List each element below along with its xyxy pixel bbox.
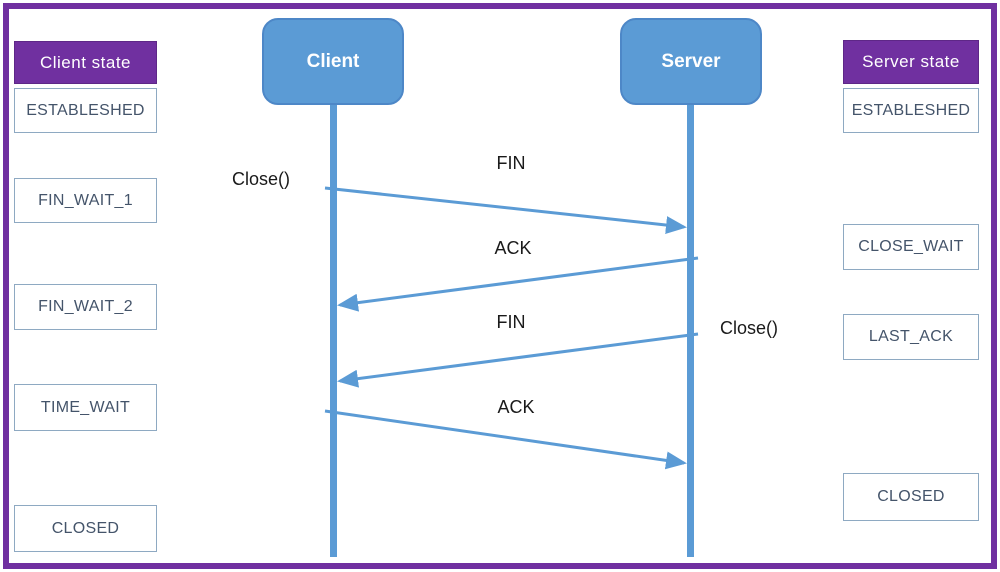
arrow-fin-server-to-client — [337, 332, 699, 388]
diagram-frame-border — [3, 3, 997, 569]
annotation-client-close: Close() — [231, 169, 290, 189]
message-label-fin-1: FIN — [496, 153, 526, 173]
annotation-server-close: Close() — [719, 318, 778, 338]
state-box-fin-wait-2: FIN_WAIT_2 — [14, 284, 157, 330]
state-box-time-wait: TIME_WAIT — [14, 384, 157, 431]
state-box-client-closed: CLOSED — [14, 505, 157, 552]
arrow-ack-client-to-server — [324, 409, 687, 470]
server-state-header: Server state — [843, 40, 979, 84]
message-label-fin-2: FIN — [496, 312, 526, 332]
actor-server: Server — [620, 18, 762, 105]
arrow-fin-client-to-server — [324, 186, 687, 235]
state-box-fin-wait-1: FIN_WAIT_1 — [14, 178, 157, 223]
state-box-last-ack: LAST_ACK — [843, 314, 979, 360]
client-state-header: Client state — [14, 41, 157, 84]
actor-client: Client — [262, 18, 404, 105]
state-box-server-established: ESTABLESHED — [843, 88, 979, 133]
message-label-ack-2: ACK — [497, 397, 535, 417]
state-box-client-established: ESTABLESHED — [14, 88, 157, 133]
state-box-close-wait: CLOSE_WAIT — [843, 224, 979, 270]
state-box-server-closed: CLOSED — [843, 473, 979, 521]
message-label-ack-1: ACK — [494, 238, 532, 258]
arrow-ack-server-to-client — [337, 256, 699, 312]
